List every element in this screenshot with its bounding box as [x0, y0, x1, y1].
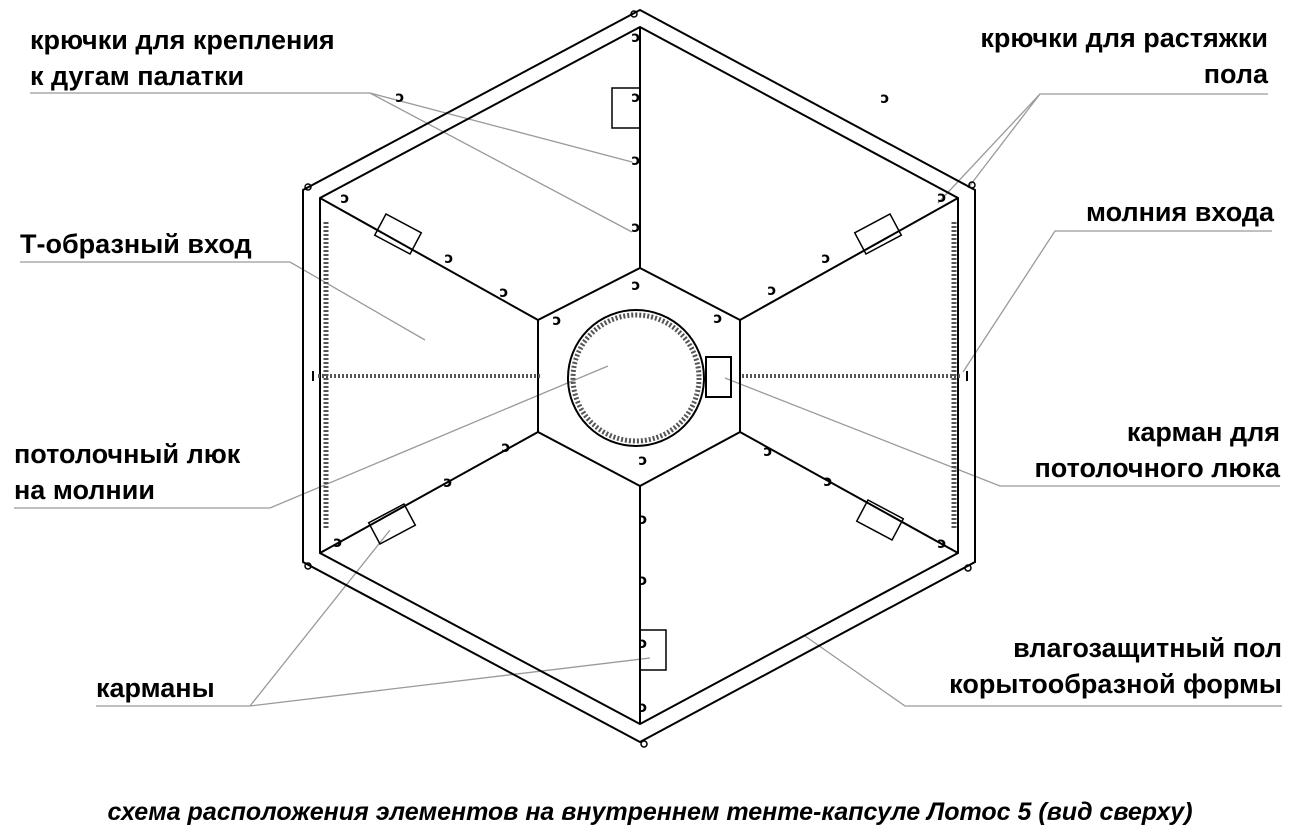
ceiling-hatch-outline — [567, 309, 705, 447]
pocket-6-outline — [639, 629, 667, 671]
leader-pockets-2 — [249, 657, 651, 707]
label-hatch-pocket: карман для потолочного люка — [1034, 414, 1280, 486]
pocket-1 — [611, 87, 641, 129]
leader-hatch-pocket — [724, 377, 1280, 487]
pocket-6 — [639, 629, 667, 671]
label-ceiling-hatch: потолочный люк на молнии — [14, 436, 240, 508]
hook-icon-21: ɔ — [764, 442, 773, 460]
hook-icon-18: ɔ — [714, 309, 723, 327]
label-pockets-line-1: карманы — [96, 673, 215, 703]
hook-icon-9: ɔ — [500, 283, 509, 301]
pocket-3-outline — [853, 213, 903, 255]
hook-icon-22: ɔ — [639, 451, 648, 469]
corner-hook-5 — [304, 562, 312, 570]
leader-hooks-floor — [967, 93, 1268, 189]
hook-icon-16: ɔ — [822, 249, 831, 267]
ridge-seam-6 — [319, 197, 539, 321]
label-floor: влагозащитный пол корытообразной формы — [949, 630, 1282, 702]
label-hooks-arcs-line-2: к дугам палатки — [30, 61, 245, 91]
pocket-4-outline — [367, 503, 417, 545]
ceiling-hatch-zipper — [570, 312, 702, 444]
pocket-2-outline — [373, 213, 423, 255]
label-ceiling-hatch-line-1: потолочный люк — [14, 439, 241, 469]
corner-hook-3 — [964, 564, 972, 572]
hook-icon-1: ɔ — [632, 28, 641, 46]
corner-hook-2 — [968, 181, 976, 189]
pocket-3 — [853, 213, 903, 255]
leader-floor — [804, 635, 1282, 707]
leader-hooks-floor-2 — [937, 93, 1041, 204]
hook-icon-15: ɔ — [938, 188, 947, 206]
pocket-5-outline — [855, 499, 905, 541]
hook-icon-25: ɔ — [639, 634, 648, 652]
hook-icon-12: ɔ — [444, 473, 453, 491]
hook-icon-11: ɔ — [334, 533, 343, 551]
zippers — [318, 222, 962, 530]
label-hooks-floor-line-2: пола — [1203, 59, 1268, 89]
hook-icon-17: ɔ — [768, 281, 777, 299]
leader-ceiling-hatch — [14, 365, 609, 509]
corner-hook-4 — [640, 740, 648, 748]
corner-hook-6 — [304, 183, 312, 191]
hook-icon-10: ɔ — [553, 311, 562, 329]
leader-lines — [14, 92, 1282, 707]
label-hooks-floor-line-1: крючки для растяжки — [980, 23, 1268, 53]
hook-icon-6: ɔ — [396, 88, 405, 106]
leader-entrance-zipper — [962, 230, 1272, 373]
label-t-entrance-line-1: Т-образный вход — [20, 229, 252, 259]
label-floor-line-2: корытообразной формы — [949, 669, 1282, 699]
hook-icon-20: ɔ — [824, 472, 833, 490]
hatch-pocket — [705, 356, 732, 398]
tent-structure — [302, 8, 976, 748]
label-floor-line-1: влагозащитный пол — [1013, 633, 1282, 663]
label-hooks-arcs: крючки для крепления к дугам палатки — [30, 22, 335, 94]
label-t-entrance: Т-образный вход — [20, 226, 252, 262]
hook-icon-4: ɔ — [632, 218, 641, 236]
leader-t-entrance — [20, 261, 426, 341]
hook-icon-23: ɔ — [639, 510, 648, 528]
hook-icon-3: ɔ — [632, 151, 641, 169]
label-ceiling-hatch-line-2: на молнии — [14, 475, 155, 505]
hook-icon-26: ɔ — [639, 698, 648, 716]
pocket-1-outline — [611, 87, 641, 129]
label-hooks-arcs-line-1: крючки для крепления — [30, 25, 335, 55]
hooks: ɔ ɔ ɔ ɔ ɔ ɔ ɔ ɔ ɔ ɔ ɔ ɔ ɔ ɔ ɔ ɔ ɔ ɔ ɔ ɔ ɔ ɔ ɔ ɔ ɔ ɔ — [334, 28, 947, 716]
hook-icon-19: ɔ — [938, 534, 947, 552]
pocket-4 — [367, 503, 417, 545]
pocket-5 — [855, 499, 905, 541]
ridge-seam-3 — [739, 431, 959, 554]
pocket-2 — [373, 213, 423, 255]
label-pockets: карманы — [96, 670, 215, 706]
diagram-caption: схема расположения элементов на внутренн… — [107, 798, 1193, 826]
leader-hooks-arcs-2 — [369, 92, 633, 233]
hook-icon-13: ɔ — [502, 438, 511, 456]
hook-icon-8: ɔ — [445, 249, 454, 267]
hook-icon-5: ɔ — [632, 276, 641, 294]
label-hatch-pocket-line-1: карман для — [1126, 417, 1280, 447]
label-hooks-floor: крючки для растяжки пола — [980, 20, 1268, 92]
hook-icon-2: ɔ — [632, 88, 641, 106]
hook-icon-7: ɔ — [341, 189, 350, 207]
label-entrance-zipper-line-1: молния входа — [1086, 197, 1274, 227]
hook-icon-24: ɔ — [639, 571, 648, 589]
label-hatch-pocket-line-2: потолочного люка — [1034, 453, 1280, 483]
ridge-seam-5 — [319, 431, 539, 554]
floor-outer-edge — [302, 8, 976, 744]
label-entrance-zipper: молния входа — [1086, 194, 1274, 230]
ridge-seam-2 — [739, 197, 959, 321]
corner-hook-1 — [630, 10, 638, 18]
leader-hooks-arcs — [30, 92, 633, 163]
hook-icon-14: ɔ — [881, 89, 890, 107]
